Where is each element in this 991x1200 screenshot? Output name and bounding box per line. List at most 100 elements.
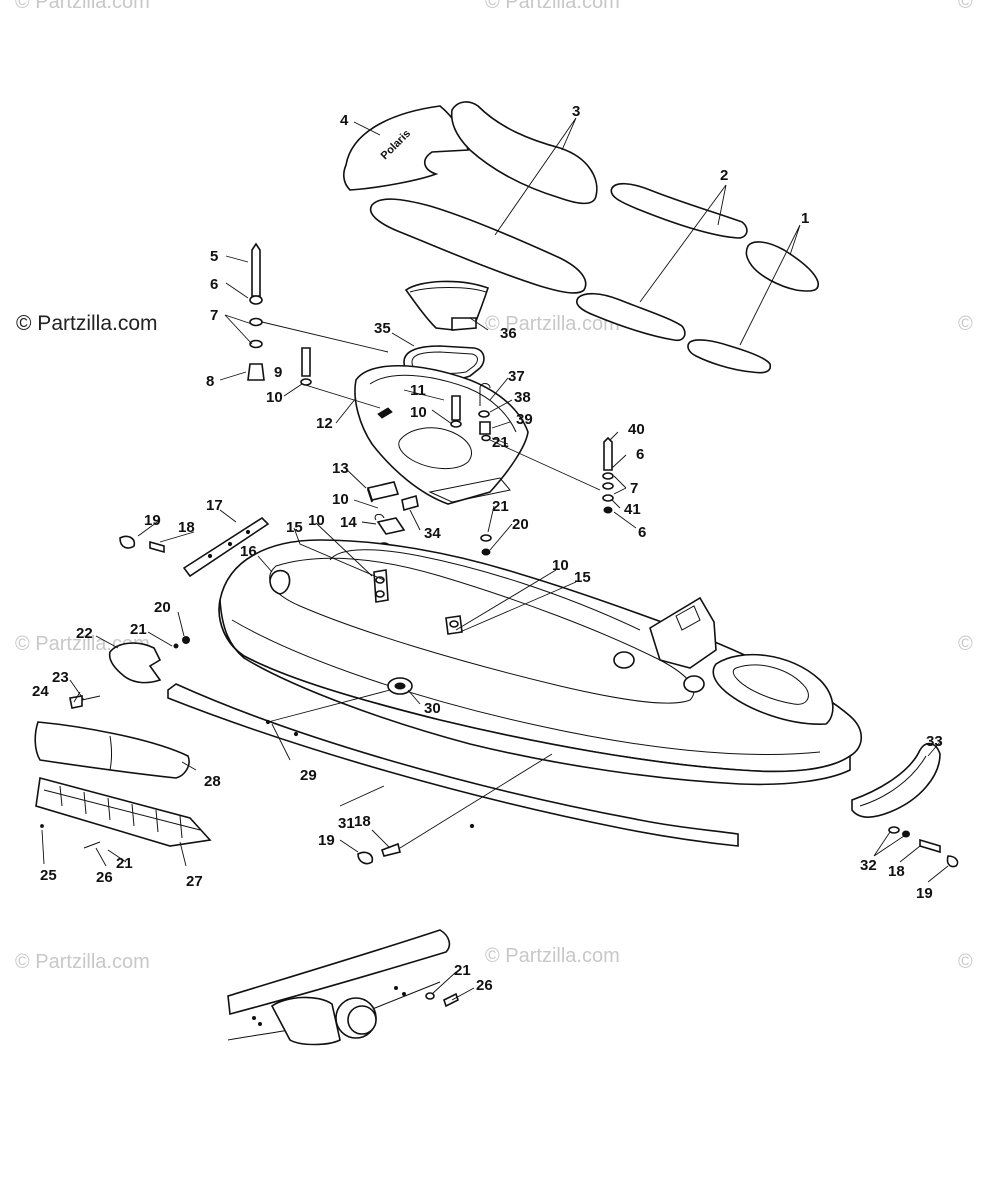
- inset-detail: [227, 929, 459, 1046]
- callout-label: 36: [500, 325, 517, 342]
- pad-part-2a: [610, 182, 748, 239]
- callout-label: 13: [332, 460, 349, 477]
- callout-label: 18: [888, 863, 905, 880]
- callout-label: 10: [332, 491, 349, 508]
- callout-label: 8: [206, 373, 214, 390]
- callout-label: 10: [308, 512, 325, 529]
- callout-label: 21: [492, 498, 509, 515]
- grate-part-27: [35, 776, 212, 847]
- hull: [218, 539, 863, 786]
- rail-part-31: [167, 683, 739, 847]
- callout-label: 12: [316, 415, 333, 432]
- callout-label: 38: [514, 389, 531, 406]
- watermark-main: © Partzilla.com: [16, 312, 158, 335]
- washer-part-41: [602, 494, 614, 502]
- callout-label: 26: [96, 869, 113, 886]
- callout-label: 4: [340, 112, 349, 129]
- watermark-low-left: © Partzilla.com: [15, 951, 150, 973]
- callout-label: 2: [720, 167, 728, 184]
- watermark-low-center: © Partzilla.com: [485, 945, 620, 967]
- callout-label: 21: [492, 434, 509, 451]
- front-decal-part-4: [343, 105, 469, 191]
- cover-part-28: [34, 721, 190, 779]
- callout-label: 33: [926, 733, 943, 750]
- callout-labels: 1 2 3 4 5 6 7 8 9 10 11 10 12 13 10 14 3…: [32, 103, 943, 994]
- callout-label: 9: [274, 364, 282, 381]
- nut-part-6: [249, 295, 263, 305]
- callout-label: 30: [424, 700, 441, 717]
- callout-label: 37: [508, 368, 525, 385]
- callout-label: 32: [860, 857, 877, 874]
- console: [649, 596, 717, 669]
- fasteners-right: [378, 383, 614, 556]
- bumper-part-33: [851, 742, 941, 818]
- callout-label: 3: [572, 103, 580, 120]
- callout-label: 23: [52, 669, 69, 686]
- callout-label: 10: [552, 557, 569, 574]
- callout-label: 18: [178, 519, 195, 536]
- callout-label: 40: [628, 421, 645, 438]
- spring-part-39: [479, 421, 491, 435]
- callout-label: 19: [916, 885, 933, 902]
- pad-part-1b: [687, 339, 772, 374]
- callout-label: 7: [210, 307, 218, 324]
- bolt-part-11: [451, 395, 461, 421]
- storage-bin: [403, 280, 490, 381]
- watermark-top-center: © Partzilla.com: [485, 0, 620, 13]
- callout-label: 10: [410, 404, 427, 421]
- watermark-mid-right-2: ©: [958, 633, 973, 655]
- hook-part-37: [479, 383, 491, 406]
- washer-part-21: [480, 534, 492, 542]
- callout-label: 5: [210, 248, 218, 265]
- watermark-top-right: ©: [958, 0, 973, 13]
- nut-part-20: [481, 548, 491, 556]
- lower-pad-part-3b: [369, 198, 587, 294]
- callout-label: 21: [130, 621, 147, 638]
- trim-part-22: [108, 642, 162, 684]
- callout-label: 16: [240, 543, 257, 560]
- callout-label: 22: [76, 625, 93, 642]
- callout-label: 14: [340, 514, 357, 531]
- stud-part-5: [251, 242, 261, 297]
- stud-part-40: [603, 436, 613, 471]
- callout-label: 35: [374, 320, 391, 337]
- callout-label: 29: [300, 767, 317, 784]
- washer-part-7b: [249, 339, 263, 349]
- callout-label: 6: [636, 446, 644, 463]
- callout-label: 20: [512, 516, 529, 533]
- handle-part-16: [269, 569, 291, 595]
- washer-part-7a: [249, 317, 263, 327]
- callout-label: 24: [32, 683, 49, 700]
- block-part-13: [366, 481, 400, 501]
- callout-label: 28: [204, 773, 221, 790]
- callout-label: 17: [206, 497, 223, 514]
- callout-label: 15: [286, 519, 303, 536]
- callout-label: 6: [638, 524, 646, 541]
- caps: [119, 535, 401, 865]
- tray-part-12: [354, 364, 529, 505]
- callout-label: 1: [801, 210, 809, 227]
- watermark-mid-1: © Partzilla.com: [485, 313, 620, 335]
- callout-label: 21: [116, 855, 133, 872]
- bolt-part-9: [301, 347, 311, 377]
- callout-label: 25: [40, 867, 57, 884]
- callout-label: 7: [630, 480, 638, 497]
- callout-label: 26: [476, 977, 493, 994]
- washer-part-10b: [450, 420, 462, 428]
- spacer-part-8: [247, 363, 265, 381]
- leader-lines: [41, 117, 949, 1001]
- callout-label: 27: [186, 873, 203, 890]
- callout-label: 15: [574, 569, 591, 586]
- callout-label: 10: [266, 389, 283, 406]
- fasteners-left: [247, 242, 312, 386]
- callout-label: 41: [624, 501, 641, 518]
- callout-label: 39: [516, 411, 533, 428]
- seat-pads: Polaris: [343, 101, 820, 374]
- callout-label: 6: [210, 276, 218, 293]
- callout-label: 19: [318, 832, 335, 849]
- clip-part-14: [376, 517, 406, 535]
- pad-part-1a: [745, 241, 820, 292]
- watermark-low-right: ©: [958, 951, 973, 973]
